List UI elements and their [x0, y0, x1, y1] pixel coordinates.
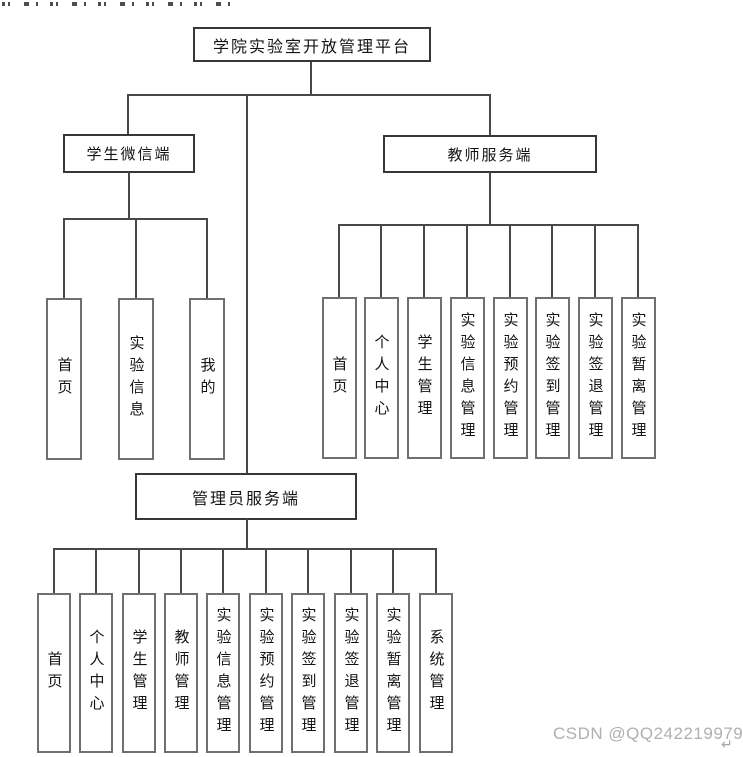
diagram-node-child: 实验暂离管理 [620, 297, 656, 459]
clipped-text-fragments [2, 2, 237, 6]
diagram-node-label: 首页 [330, 356, 348, 400]
diagram-node-child: 首页 [37, 593, 71, 753]
connector-line [206, 219, 208, 298]
connector-line [338, 224, 639, 226]
diagram-node-label: 学生管理 [130, 629, 148, 717]
connector-line [138, 549, 140, 593]
connector-line [180, 549, 182, 593]
connector-line [307, 549, 309, 593]
diagram-node-child: 实验签退管理 [577, 297, 613, 459]
csdn-watermark: CSDN @QQ242219979 [553, 724, 743, 744]
diagram-node-child: 实验签到管理 [534, 297, 570, 459]
diagram-node-child: 实验预约管理 [492, 297, 528, 459]
connector-line [127, 95, 129, 134]
connector-line [222, 549, 224, 593]
connector-line [466, 225, 468, 297]
diagram-node-child: 我的 [189, 298, 225, 460]
diagram-node-teacher-service-branch: 教师服务端 [383, 135, 597, 173]
diagram-node-child: 实验签到管理 [291, 593, 325, 753]
diagram-node-label: 实验信息 [127, 335, 145, 423]
diagram-node-label: 首页 [55, 357, 73, 401]
connector-line [637, 225, 639, 297]
connector-line [135, 219, 137, 298]
diagram-node-label: 教师管理 [172, 629, 190, 717]
diagram-node-label: 个人中心 [87, 629, 105, 717]
diagram-node-child: 实验信息 [118, 298, 154, 460]
diagram-node-student-wechat-branch: 学生微信端 [63, 134, 195, 173]
diagram-node-child: 实验信息管理 [449, 297, 485, 459]
connector-line [95, 549, 97, 593]
return-arrow-icon: ↵ [721, 736, 733, 752]
connector-line [489, 172, 491, 226]
connector-line [265, 549, 267, 593]
diagram-node-label: 系统管理 [427, 629, 445, 717]
diagram-node-child: 学生管理 [122, 593, 156, 753]
diagram-node-child: 教师管理 [164, 593, 198, 753]
connector-line [53, 549, 55, 593]
diagram-node-child: 系统管理 [419, 593, 453, 753]
watermark-text: CSDN @QQ242219979 [553, 724, 743, 743]
connector-line [392, 549, 394, 593]
diagram-node-child: 实验信息管理 [206, 593, 240, 753]
diagram-node-admin-service-branch: 管理员服务端 [135, 473, 357, 520]
diagram-node-label: 实验签退管理 [586, 312, 604, 444]
diagram-node-label: 实验信息管理 [458, 312, 476, 444]
diagram-node-child: 实验预约管理 [249, 593, 283, 753]
diagram-node-label: 实验信息管理 [214, 607, 232, 739]
connector-line [63, 219, 65, 298]
connector-line [128, 172, 130, 220]
connector-line [435, 549, 437, 593]
diagram-node-label: 实验暂离管理 [384, 607, 402, 739]
connector-line [350, 549, 352, 593]
connector-line [594, 225, 596, 297]
connector-line [53, 548, 437, 550]
diagram-node-child: 个人中心 [363, 297, 399, 459]
diagram-node-label: 实验签到管理 [543, 312, 561, 444]
diagram-node-label: 首页 [45, 651, 63, 695]
diagram-node-label: 学生管理 [415, 334, 433, 422]
connector-line [246, 519, 248, 550]
diagram-node-label: 实验签退管理 [342, 607, 360, 739]
connector-line [127, 94, 491, 96]
diagram-node-label: 我的 [198, 357, 216, 401]
connector-line [509, 225, 511, 297]
connector-line [380, 225, 382, 297]
diagram-node-child: 学生管理 [406, 297, 442, 459]
diagram-node-label: 实验签到管理 [299, 607, 317, 739]
connector-line [551, 225, 553, 297]
diagram-node-label: 实验预约管理 [257, 607, 275, 739]
connector-line [423, 225, 425, 297]
connector-line [246, 95, 248, 473]
connector-line [338, 225, 340, 297]
diagram-node-child: 实验暂离管理 [376, 593, 410, 753]
connector-line [310, 62, 312, 96]
diagram-node-label: 实验预约管理 [501, 312, 519, 444]
diagram-node-label: 个人中心 [372, 334, 390, 422]
diagram-node-label: 实验暂离管理 [629, 312, 647, 444]
diagram-node-root: 学院实验室开放管理平台 [193, 27, 431, 62]
diagram-node-child: 首页 [46, 298, 82, 460]
diagram-node-child: 个人中心 [79, 593, 113, 753]
diagram-node-child: 实验签退管理 [334, 593, 368, 753]
diagram-node-child: 首页 [321, 297, 357, 459]
connector-line [489, 95, 491, 135]
